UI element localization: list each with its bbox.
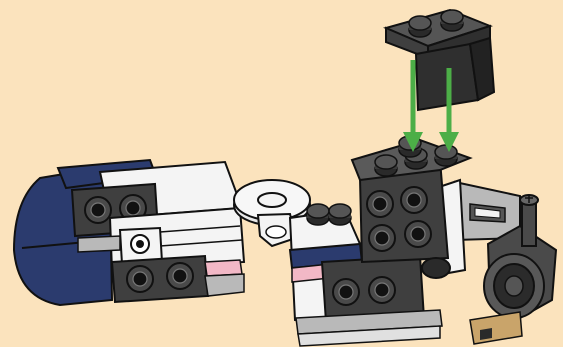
- left-subassembly: [14, 160, 244, 305]
